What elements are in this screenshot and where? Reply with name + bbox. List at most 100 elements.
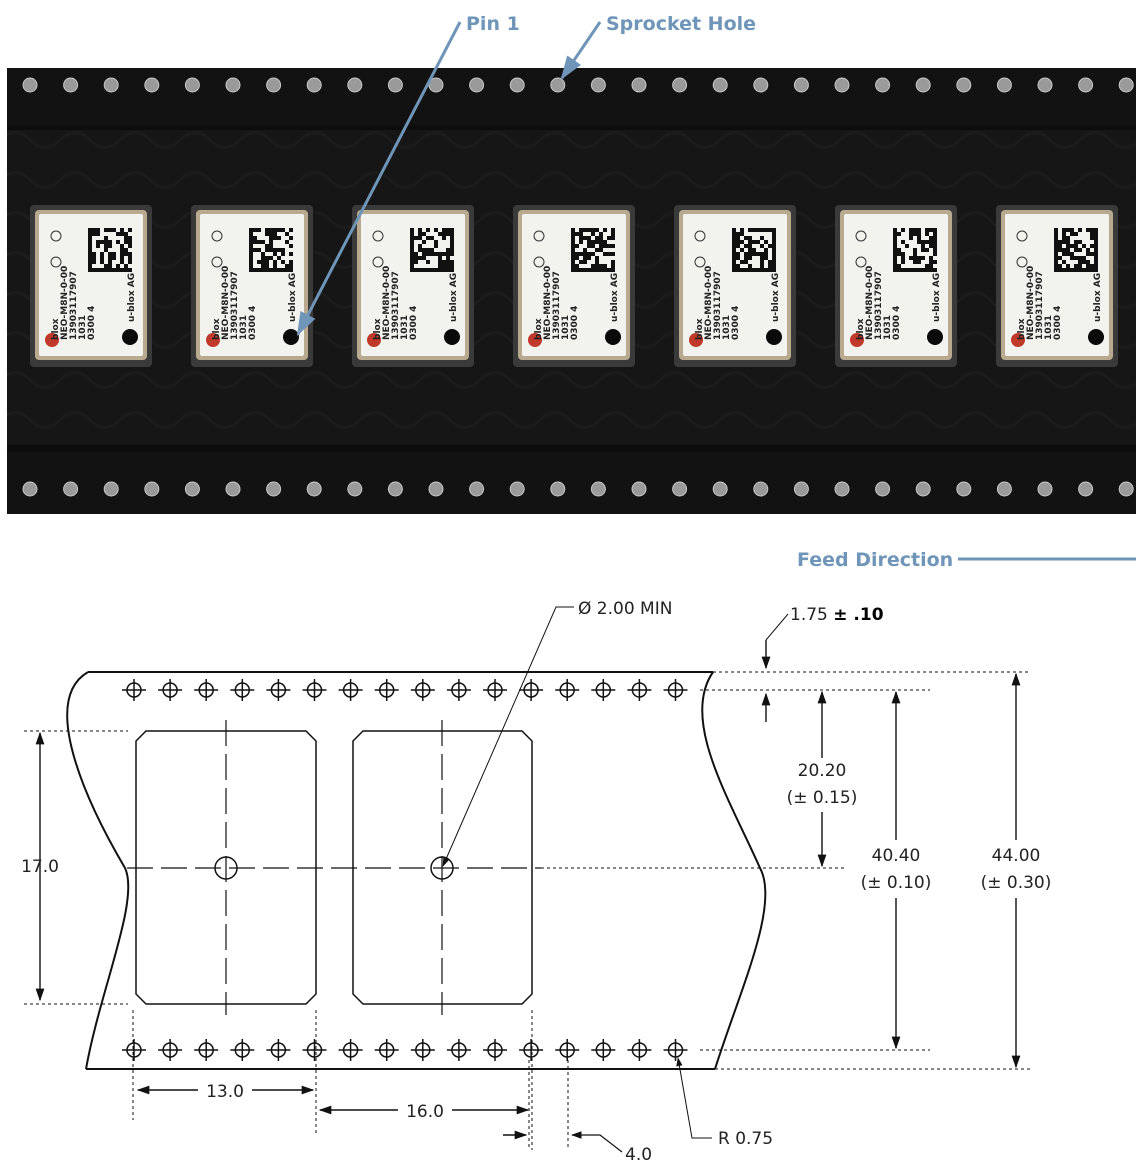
hole-to-center-tol: (± 0.15) [787, 788, 858, 808]
recycle-icon [694, 256, 706, 268]
drawing-sprocket-hole [374, 679, 399, 701]
recycle-icon [855, 256, 867, 268]
ublox-logo-icon [45, 333, 59, 347]
data-matrix-code [732, 228, 776, 272]
module-label-text: 0300 4 [731, 306, 741, 340]
drawing-sprocket-hole [374, 1039, 399, 1061]
drawing-sprocket-hole [483, 679, 507, 701]
module-label-text: 13903117907 [69, 271, 79, 340]
drawing-sprocket-hole [591, 679, 616, 701]
drawing-sprocket-hole [446, 679, 471, 701]
dim-4-arrow-right [570, 1131, 623, 1153]
drawing-sprocket-hole [122, 679, 146, 701]
sprocket-hole [1037, 77, 1053, 93]
module-label-text: NEO-M8N-0-00 [60, 266, 70, 340]
pin1-dot [605, 329, 621, 345]
bottom-sprocket-holes [22, 481, 1134, 497]
sprocket-hole [266, 481, 282, 497]
radius-leader [676, 1057, 712, 1139]
module-label-text: blox [695, 318, 705, 340]
sprocket-hole [1118, 77, 1134, 93]
sprocket-hole [753, 481, 769, 497]
drawing-sprocket-hole [519, 679, 544, 701]
sprocket-callout: Sprocket Hole [560, 13, 756, 80]
sprocket-hole [225, 481, 241, 497]
pin1-leader [296, 21, 462, 337]
drawing-sprocket-hole [194, 1039, 219, 1061]
sprocket-hole [1078, 77, 1094, 93]
ce-mark-icon [533, 230, 545, 242]
ublox-logo-icon [1011, 333, 1025, 347]
top-sprocket-strip [7, 68, 1136, 126]
sprocket-hole [184, 77, 200, 93]
drawing-sprocket-hole [158, 1039, 183, 1061]
sprocket-hole [834, 77, 850, 93]
data-matrix-code [88, 228, 132, 272]
sprocket-hole [428, 77, 444, 93]
tape-left-break [66, 671, 130, 1070]
sprocket-hole [1078, 481, 1094, 497]
data-matrix-code [410, 228, 454, 272]
pocket-width-label: 13.0 [206, 1082, 244, 1102]
ublox-logo-icon [850, 333, 864, 347]
drawing-sprocket-hole [230, 679, 255, 701]
sprocket-hole [347, 481, 363, 497]
sprocket-hole [631, 481, 647, 497]
module-label-text: 13903117907 [391, 271, 401, 340]
sprocket-hole [184, 481, 200, 497]
ce-mark-icon [211, 230, 223, 242]
data-matrix-code [249, 228, 293, 272]
hole-to-hole-label: 40.40 [872, 846, 921, 866]
module-label-text: blox [51, 318, 61, 340]
module-label-text: blox [373, 318, 383, 340]
sprocket-hole [672, 77, 688, 93]
sprocket-hole [469, 77, 485, 93]
sprocket-hole [915, 77, 931, 93]
module-label-text: blox [534, 318, 544, 340]
module-label-text: 1031 [722, 315, 732, 340]
sprocket-hole [753, 77, 769, 93]
module-label-text: 13903117907 [874, 271, 884, 340]
data-matrix-code [1054, 228, 1098, 272]
sprocket-hole [387, 77, 403, 93]
drawing-sprocket-hole [410, 679, 435, 701]
sprocket-hole [793, 481, 809, 497]
module-label-text: NEO-M8N-0-00 [382, 266, 392, 340]
module-label-text: 1031 [78, 315, 88, 340]
module-maker-text: u-blox AG [610, 273, 620, 322]
pin1-dot [444, 329, 460, 345]
sprocket-hole [793, 77, 809, 93]
drawing-sprocket-hole [627, 679, 652, 701]
module-label-text: blox [1017, 318, 1027, 340]
sprocket-hole [144, 481, 160, 497]
pocket-2 [352, 730, 533, 1005]
edge-to-hole-label: 1.75 ± .10 [790, 605, 884, 625]
drawing-sprocket-hole [519, 1039, 544, 1061]
sprocket-hole [63, 481, 79, 497]
sprocket-hole [996, 77, 1012, 93]
pin1-dot [122, 329, 138, 345]
module-label-text: NEO-M8N-0-00 [704, 266, 714, 340]
module-maker-text: u-blox AG [288, 273, 298, 322]
drawing-sprocket-hole [446, 1039, 471, 1061]
pin1-dot [1088, 329, 1104, 345]
sprocket-hole [428, 481, 444, 497]
drawing-bottom-sprocket-holes [122, 1039, 688, 1061]
module-label-text: 1031 [561, 315, 571, 340]
ublox-logo-icon [206, 333, 220, 347]
drawing-sprocket-hole [338, 1039, 363, 1061]
module-label-text: 1031 [400, 315, 410, 340]
module-label-text: 1031 [1044, 315, 1054, 340]
recycle-icon [50, 256, 62, 268]
module-label-text: NEO-M8N-0-00 [1026, 266, 1036, 340]
drawing-sprocket-hole [591, 1039, 616, 1061]
sprocket-leader [560, 21, 602, 80]
module-label-text: 0300 4 [248, 306, 258, 340]
sprocket-hole [956, 481, 972, 497]
tape-width-tol: (± 0.30) [981, 873, 1052, 893]
sprocket-hole [306, 77, 322, 93]
